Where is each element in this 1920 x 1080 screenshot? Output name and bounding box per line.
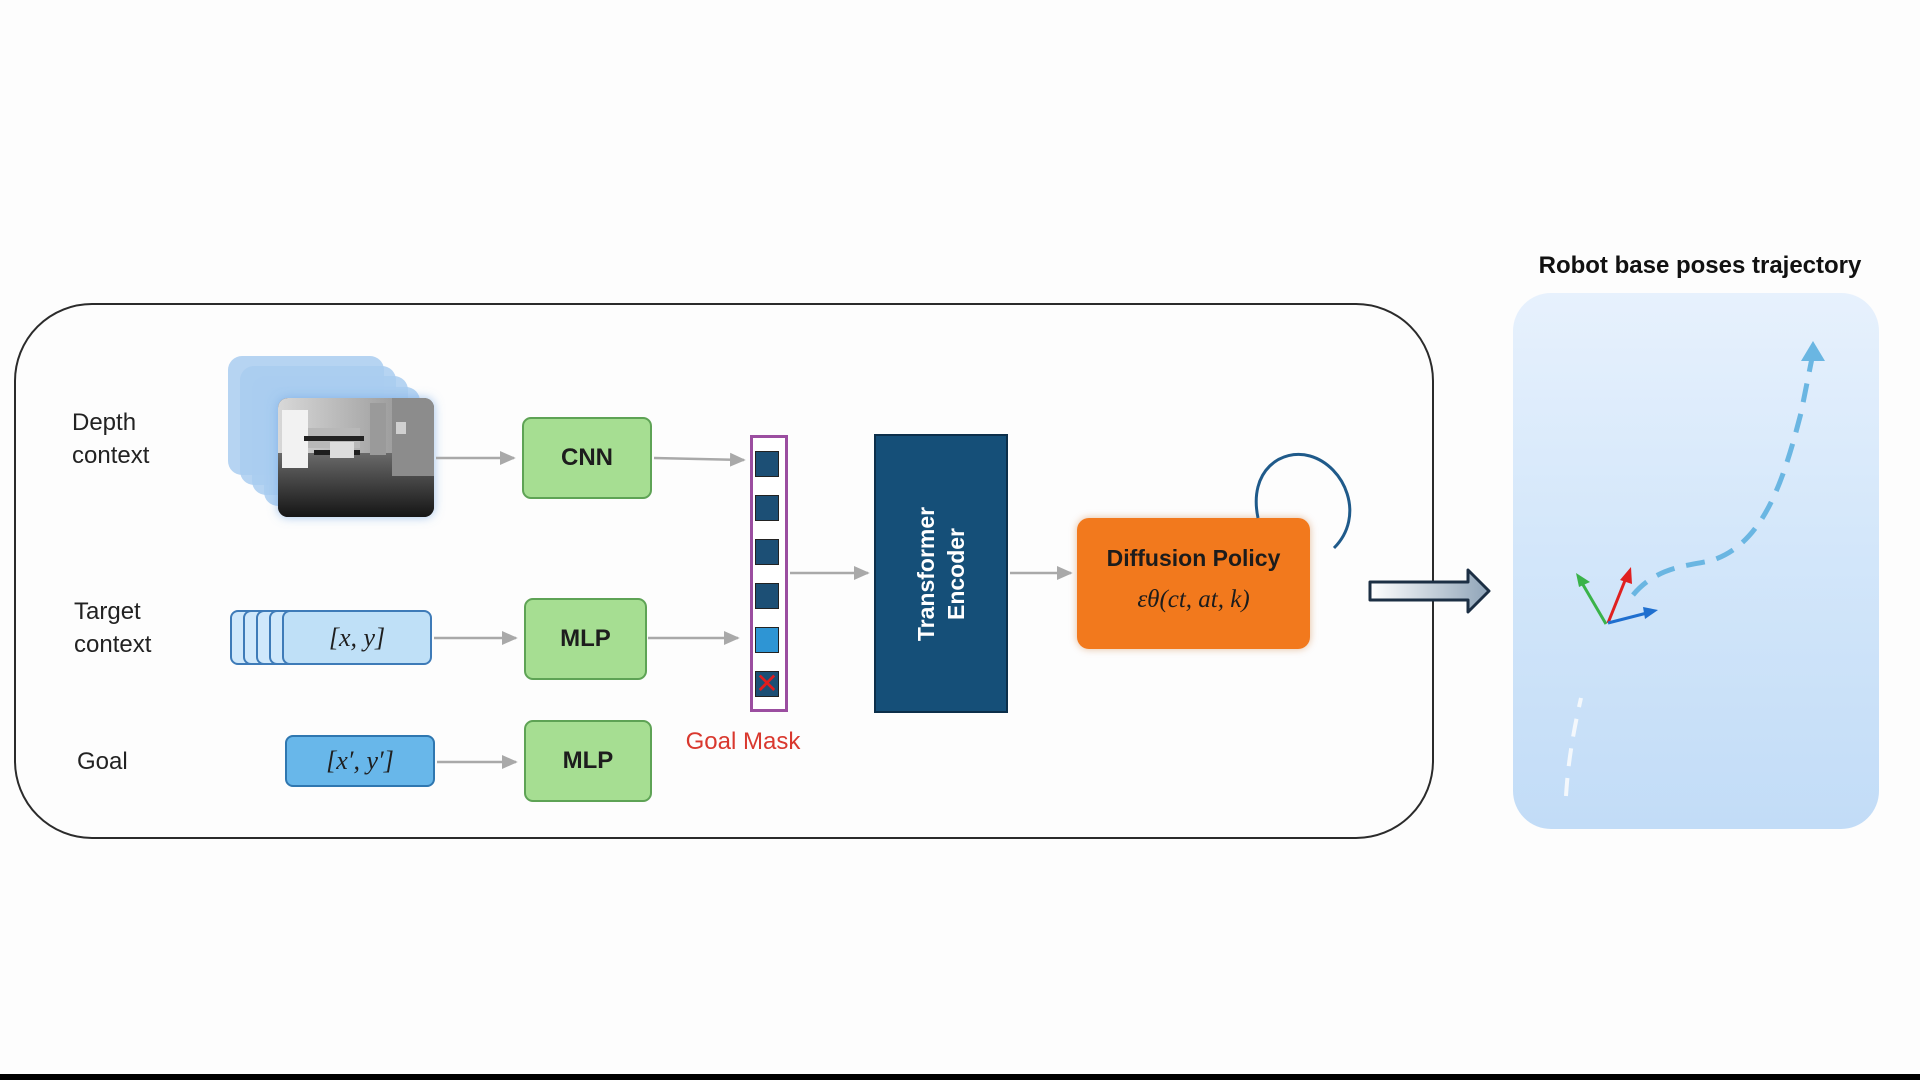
trajectory-plot	[1564, 341, 1825, 797]
token	[755, 451, 779, 477]
cnn-block: CNN	[522, 417, 652, 499]
mlp-target-block: MLP	[524, 598, 647, 680]
pose-axis-z	[1580, 582, 1608, 625]
pose-axis-y-head	[1620, 567, 1632, 584]
goal-mask-bar	[750, 435, 788, 712]
pose-axis-x-head	[1643, 607, 1658, 619]
pose-axis-z-head	[1576, 573, 1590, 587]
goal-vector: [x′, y′]	[285, 735, 435, 787]
pose-axis-x	[1607, 611, 1648, 625]
target-context-label: Target context	[74, 598, 152, 658]
pose-axis-y	[1606, 577, 1628, 624]
model-panel	[14, 303, 1434, 839]
token	[755, 583, 779, 609]
diffusion-policy-formula: εθ(ct, at, k)	[1137, 586, 1250, 613]
transformer-encoder-block: Transformer Encoder	[874, 434, 1008, 713]
target-token	[755, 627, 779, 653]
goal-label: Goal	[77, 748, 128, 775]
output-arrow	[1368, 568, 1491, 614]
token	[755, 539, 779, 565]
trajectory-past-segment	[1564, 697, 1583, 797]
depth-image	[278, 398, 434, 517]
masked-goal-token: ✕	[755, 668, 779, 699]
goal-mask-label: Goal Mask	[685, 728, 801, 755]
arrow-cnn-mask	[653, 452, 746, 467]
diffusion-policy-title: Diffusion Policy	[1106, 545, 1281, 571]
diffusion-policy-block: Diffusion Policy εθ(ct, at, k)	[1077, 518, 1310, 649]
depth-context-label: Depth context	[72, 409, 150, 469]
target-vector: [x, y]	[282, 610, 432, 665]
denoising-loop-arrow	[1254, 453, 1352, 550]
bottom-black-bar	[0, 1074, 1920, 1080]
trajectory-panel	[1513, 293, 1879, 829]
mask-x-icon: ✕	[755, 668, 779, 699]
trajectory-title: Robot base poses trajectory	[1538, 252, 1862, 279]
trajectory-goal-arrowhead	[1801, 341, 1825, 361]
trajectory-future-path	[1631, 352, 1816, 597]
token	[755, 495, 779, 521]
mlp-goal-block: MLP	[524, 720, 652, 802]
